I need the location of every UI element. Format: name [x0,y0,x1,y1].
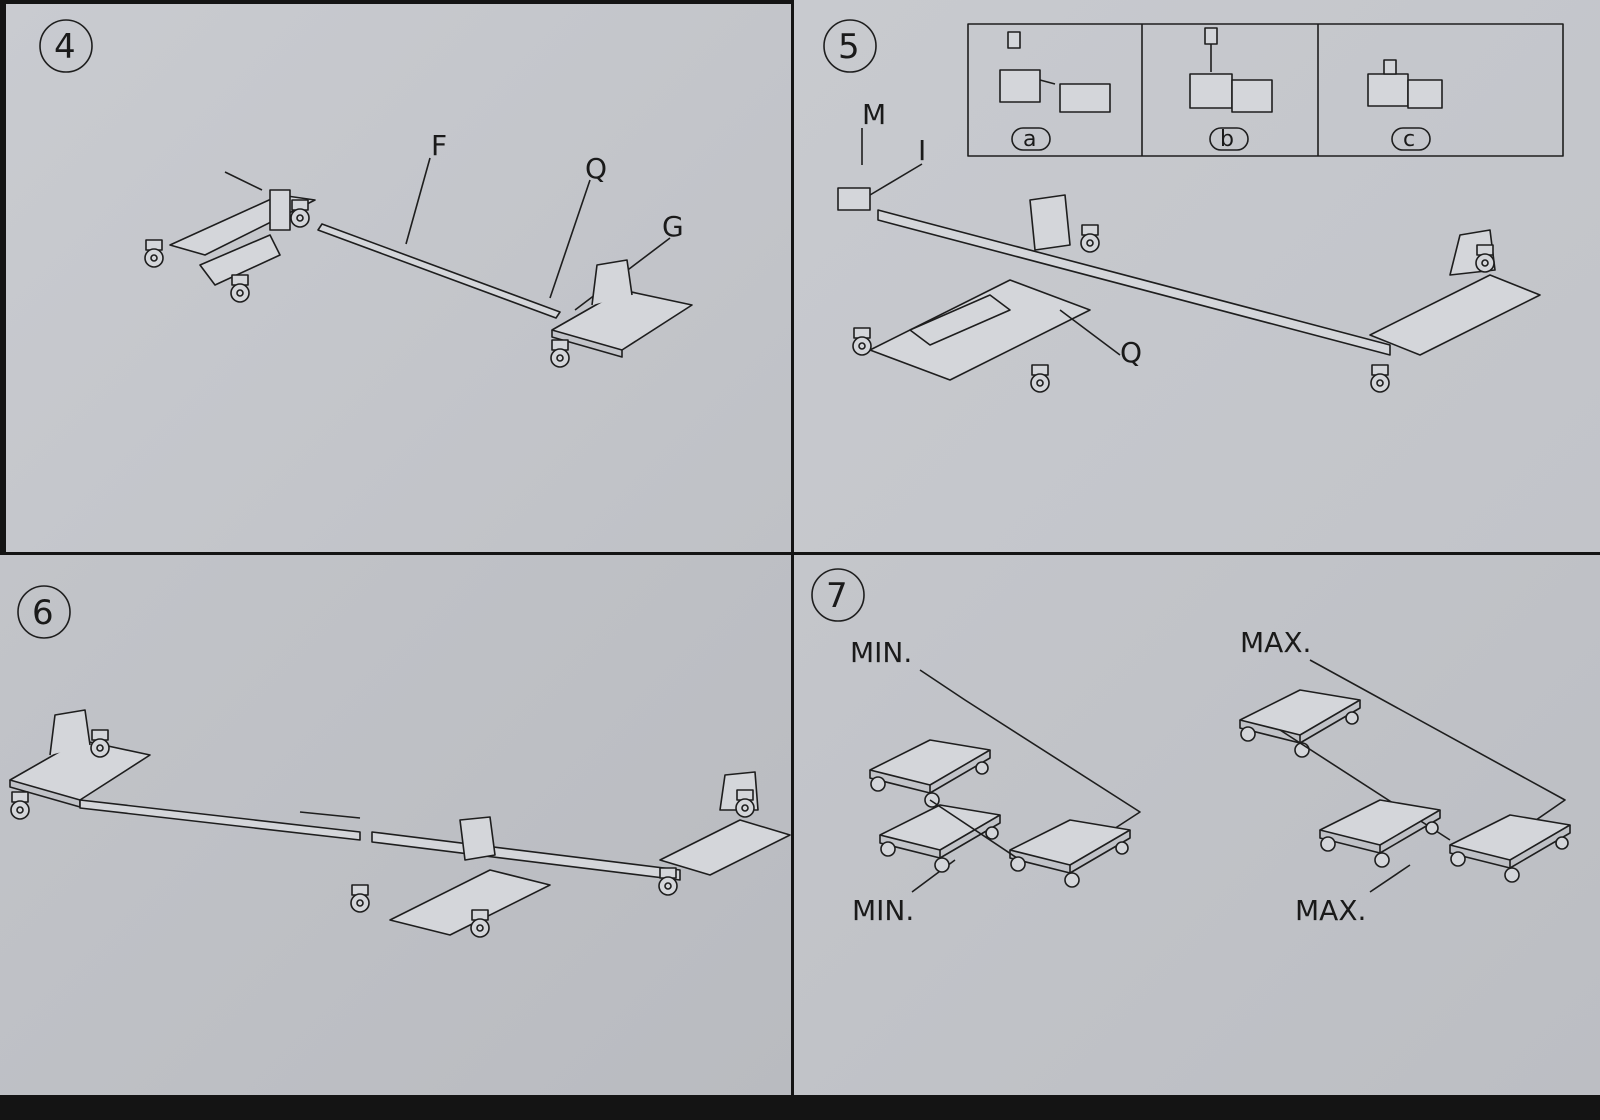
bolt-block [837,187,871,211]
inset-a: a [999,31,1111,152]
step-number: 7 [826,576,848,616]
inset-box [967,23,1564,157]
step-number: 4 [54,27,76,67]
label-max-bottom: MAX. [1295,894,1366,927]
label-q: Q [585,152,607,185]
leader-line [405,157,431,245]
left-dolly [144,189,316,303]
step-6: 6 [9,585,791,938]
min-assembly [869,739,1131,888]
step-4-panel [6,4,791,552]
right-dolly [1369,229,1541,393]
bar [79,799,361,841]
arrow [224,171,263,191]
svg-text:b: b [1220,127,1234,152]
center-dolly [350,816,551,938]
svg-text:a: a [1023,127,1036,152]
step-number: 5 [838,27,860,67]
step-7: 7 MIN. MIN. MAX. MAX. [811,568,1571,927]
inset-b: b [1189,27,1273,152]
step-6-panel [0,555,791,1095]
step-number: 6 [32,593,54,633]
label-g: G [662,210,684,243]
label-min-bottom: MIN. [852,894,914,927]
step-number-circle [39,19,93,73]
label-max-top: MAX. [1240,626,1311,659]
svg-text:c: c [1403,127,1415,152]
right-dolly [658,771,791,896]
label-m: M [862,98,886,131]
step-5: 5 a b [823,19,1564,393]
step-4: 4 F Q G [39,19,693,368]
label-i: I [918,134,926,167]
max-assembly [1239,689,1571,883]
bar-f [317,223,561,319]
right-dolly [550,259,693,368]
label-q-step5: Q [1120,336,1142,369]
bar [371,831,681,881]
center-dolly [852,194,1100,393]
label-min-top: MIN. [850,636,912,669]
bar [877,209,1391,356]
inset-c: c [1367,59,1443,152]
label-f: F [431,129,447,162]
